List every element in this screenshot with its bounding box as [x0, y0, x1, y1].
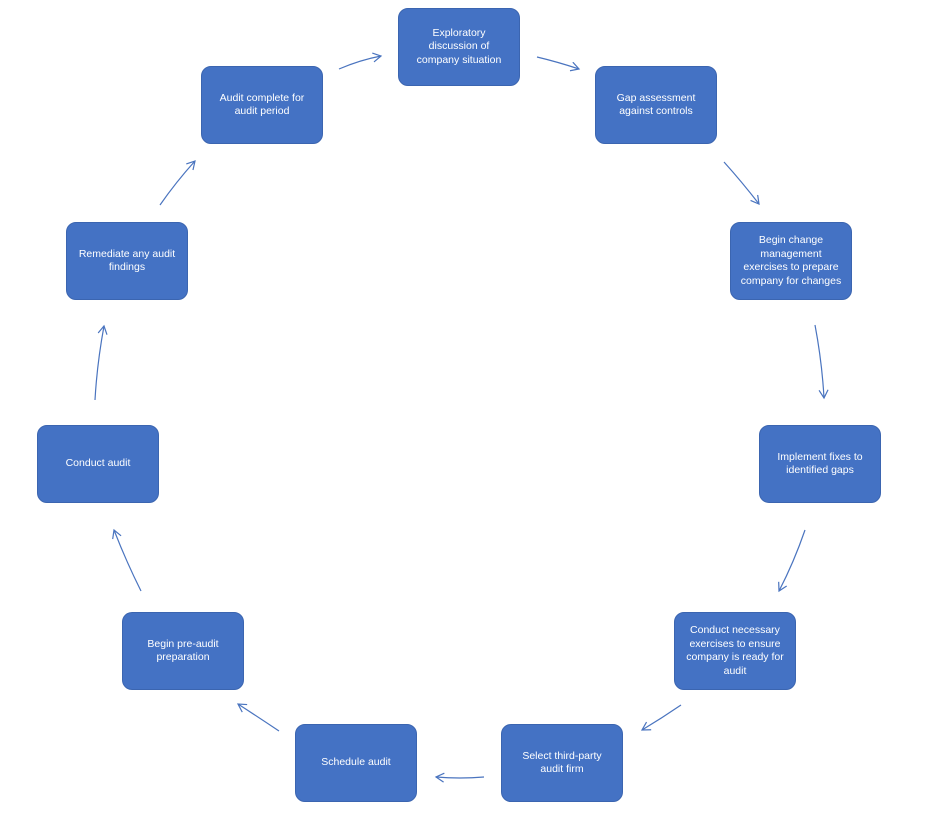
step-exploratory: Exploratory discussion of company situat…: [398, 8, 520, 86]
step-readiness-exercises: Conduct necessary exercises to ensure co…: [674, 612, 796, 690]
arrow-change-to-fixes: [814, 324, 824, 398]
step-label: Audit complete for audit period: [219, 91, 305, 118]
step-audit-complete: Audit complete for audit period: [201, 66, 323, 144]
step-label: Conduct audit: [65, 457, 131, 470]
step-label: Gap assessment against controls: [616, 91, 696, 118]
step-label: Conduct necessary exercises to ensure co…: [686, 624, 784, 677]
step-remediate: Remediate any audit findings: [66, 222, 188, 300]
step-label: Schedule audit: [321, 756, 391, 769]
step-label: Exploratory discussion of company situat…: [416, 26, 502, 66]
arrow-firm-to-schedule: [436, 777, 485, 778]
arrow-gap-to-change: [723, 161, 759, 204]
arrow-complete-to-exploratory: [338, 56, 381, 70]
arrow-fixes-to-exercises: [779, 529, 806, 591]
step-label: Begin pre-audit preparation: [147, 637, 219, 664]
step-label: Select third-party audit firm: [522, 749, 602, 776]
step-change-management: Begin change management exercises to pre…: [730, 222, 852, 300]
arrow-schedule-to-preaudit: [238, 704, 280, 732]
step-implement-fixes: Implement fixes to identified gaps: [759, 425, 881, 503]
step-pre-audit: Begin pre-audit preparation: [122, 612, 244, 690]
arrow-remediate-to-complete: [159, 161, 195, 206]
step-conduct-audit: Conduct audit: [37, 425, 159, 503]
step-select-firm: Select third-party audit firm: [501, 724, 623, 802]
arrow-preaudit-to-conduct: [114, 530, 142, 592]
step-label: Remediate any audit findings: [78, 247, 176, 274]
step-gap-assessment: Gap assessment against controls: [595, 66, 717, 144]
arrow-conduct-to-remediate: [94, 326, 104, 401]
step-label: Implement fixes to identified gaps: [777, 450, 863, 477]
arrow-exercises-to-firm: [642, 704, 682, 730]
arrow-exploratory-to-gap: [536, 56, 579, 69]
step-label: Begin change management exercises to pre…: [740, 234, 842, 287]
step-schedule-audit: Schedule audit: [295, 724, 417, 802]
